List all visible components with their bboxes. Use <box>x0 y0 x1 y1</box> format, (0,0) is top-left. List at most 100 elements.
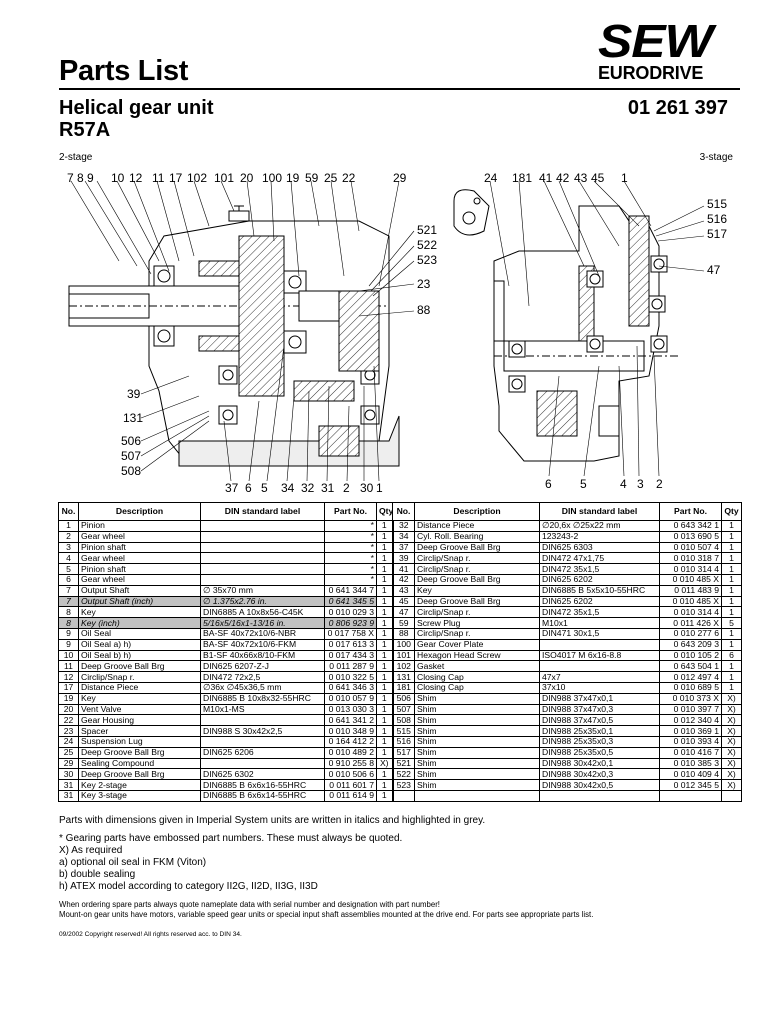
cell-part-no: 0 010 485 X <box>659 573 722 586</box>
cell-din: DIN625 6207-Z-J <box>200 660 325 673</box>
cell-no: 9 <box>58 627 79 640</box>
cell-din: M10x1-MS <box>200 703 325 716</box>
cell-description: Deep Groove Ball Brg <box>78 746 201 759</box>
cell-din: ∅20,6x ∅25x22 mm <box>539 520 660 532</box>
cell-part-no: 0 643 504 1 <box>659 660 722 673</box>
callout-label: 20 <box>240 171 254 185</box>
note-line: X) As required <box>59 845 123 856</box>
cell-description: Closing Cap <box>414 681 540 694</box>
cell-qty: X) <box>721 714 742 727</box>
cell-no: 5 <box>58 563 79 575</box>
cell-qty: X) <box>721 768 742 781</box>
cell-no: 9 <box>58 638 79 651</box>
cell-description: Hexagon Head Screw <box>414 649 540 662</box>
cell-part-no: 0 011 614 9 <box>324 789 377 802</box>
cell-din: DIN988 37x47x0,1 <box>539 692 660 705</box>
callout-label: 39 <box>127 387 141 401</box>
cell-din: DIN988 30x42x0,5 <box>539 779 660 791</box>
cell-part-no: 0 910 255 8 <box>324 757 377 770</box>
cell-din <box>200 573 325 586</box>
cell-part-no: 0 010 318 7 <box>659 552 722 565</box>
callout-label: 88 <box>417 303 431 317</box>
cell-description: Gear wheel <box>78 573 201 586</box>
sew-eurodrive-logo: SEW EURODRIVE <box>598 18 738 86</box>
cell-no: 29 <box>58 757 79 770</box>
cell-din <box>539 660 660 673</box>
cell-qty: X) <box>721 692 742 705</box>
cell-no: 8 <box>58 617 79 629</box>
cell-part-no: 0 010 348 9 <box>324 725 377 737</box>
cell-din: DIN625 6303 <box>539 541 660 554</box>
cell-qty: 1 <box>376 779 393 791</box>
cell-description: Output Shaft (inch) <box>78 595 201 608</box>
callout-label: 43 <box>574 171 588 185</box>
callout-label: 100 <box>262 171 282 185</box>
callout-label: 19 <box>286 171 300 185</box>
cell-din: DIN988 37x47x0,3 <box>539 703 660 716</box>
cell-description: Circlip/Snap r. <box>414 606 540 619</box>
cell-description: Output Shaft <box>78 584 201 597</box>
cell-no: 7 <box>58 584 79 597</box>
cell-description: Deep Groove Ball Brg <box>414 595 540 608</box>
cell-description: Key <box>78 606 201 619</box>
cell-no: 181 <box>391 681 415 694</box>
cell-part-no: 0 010 385 3 <box>659 757 722 770</box>
cell-description: Gasket <box>414 660 540 673</box>
cell-no: 43 <box>391 584 415 597</box>
cell-qty: X) <box>721 703 742 716</box>
product-model: R57A <box>59 119 111 141</box>
cell-no: 31 <box>58 789 79 802</box>
cell-din: DIN472 72x2,5 <box>200 671 325 683</box>
cell-no: 41 <box>391 563 415 575</box>
callout-label: 1 <box>376 481 383 495</box>
callout-label: 37 <box>225 481 239 495</box>
stage-label-right: 3-stage <box>699 152 733 163</box>
cell-description: Gear wheel <box>78 552 201 565</box>
cell-part-no: 0 010 314 4 <box>659 606 722 619</box>
cell-qty: 1 <box>376 681 393 694</box>
cell-din <box>200 563 325 575</box>
cell-description: Vent Valve <box>78 703 201 716</box>
cell-qty: 1 <box>721 638 742 651</box>
callout-label: 101 <box>214 171 234 185</box>
callout-label: 508 <box>121 464 141 478</box>
note-line: a) optional oil seal in FKM (Viton) <box>59 857 207 868</box>
cell-description: Shim <box>414 703 540 716</box>
cell-din: 5/16x5/16x1-13/16 in. <box>200 617 325 629</box>
cell-no: 25 <box>58 746 79 759</box>
cell-din: B1-SF 40x66x8/10-FKM <box>200 649 325 662</box>
cell-din <box>200 735 325 748</box>
cell-no: 522 <box>391 768 415 781</box>
cell-no: 30 <box>58 768 79 781</box>
cell-qty: 1 <box>376 627 393 640</box>
cell-part-no: 0 017 434 3 <box>324 649 377 662</box>
callout-label: 516 <box>707 212 727 226</box>
cell-no: 45 <box>391 595 415 608</box>
cell-no: 34 <box>391 530 415 543</box>
cell-qty <box>721 789 742 802</box>
cell-qty: 1 <box>721 606 742 619</box>
cell-description: Closing Cap <box>414 671 540 683</box>
cell-din <box>200 530 325 543</box>
cell-part-no: 0 010 322 5 <box>324 671 377 683</box>
cell-part-no: 0 010 373 X <box>659 692 722 705</box>
callout-label: 12 <box>129 171 143 185</box>
cell-qty: X) <box>721 779 742 791</box>
cell-no: 23 <box>58 725 79 737</box>
parts-table: No. Description DIN standard label Part … <box>58 502 742 802</box>
cell-description: Oil Seal a) h) <box>78 638 201 651</box>
cell-part-no: 0 641 346 3 <box>324 681 377 694</box>
col-header-part-no: Part No. <box>659 502 722 521</box>
callout-label: 22 <box>342 171 356 185</box>
cell-part-no: 0 010 057 9 <box>324 692 377 705</box>
